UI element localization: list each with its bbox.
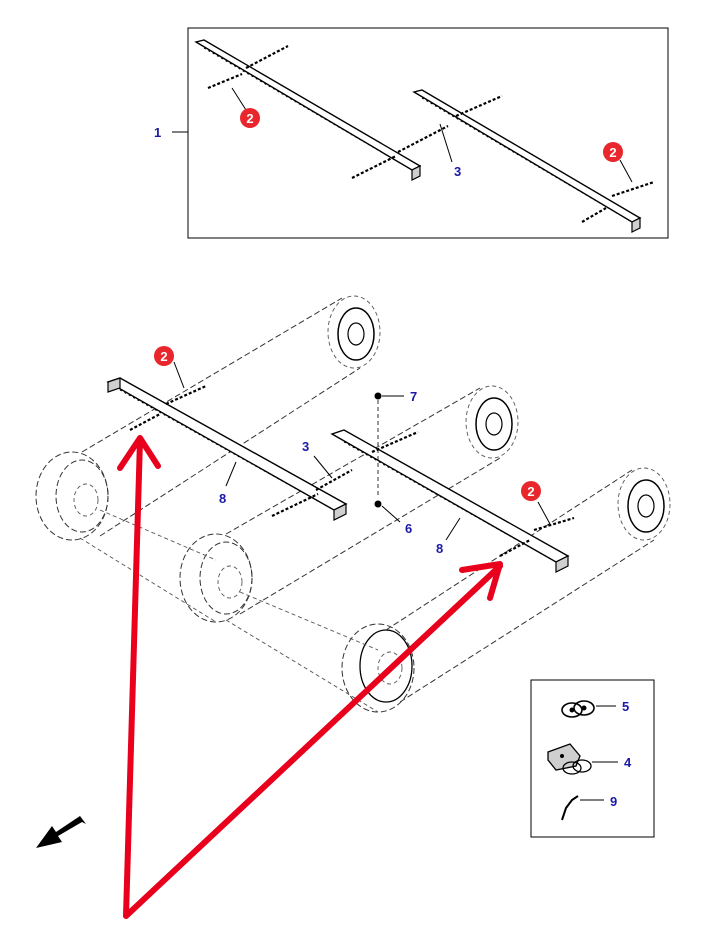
callout-9: 9: [610, 794, 617, 809]
leader-inset-2a: [231, 87, 247, 111]
svg-text:2: 2: [160, 349, 167, 364]
leader-8-left: [225, 461, 237, 487]
fastener-bolt: [374, 392, 382, 508]
svg-text:2: 2: [246, 111, 253, 126]
sprocket-back-right: [617, 467, 671, 541]
badge-2-main-right: 2: [521, 481, 541, 501]
leader-2-main-right: [537, 501, 551, 525]
kit-parts-box: 5 4 9: [530, 679, 655, 838]
badge-2-inset-right: 2: [603, 142, 623, 162]
exploded-view: 7 6 3 8 8 2 2: [35, 295, 671, 713]
inset-chains: [207, 45, 655, 223]
inset-bar-left: [194, 39, 422, 181]
callout-8-right: 8: [436, 541, 443, 556]
slat-bar-left: [106, 377, 348, 521]
sprocket-back-middle: [465, 385, 519, 459]
callout-3-inset: 3: [454, 164, 461, 179]
callout-8-left: 8: [219, 491, 226, 506]
callout-5: 5: [622, 699, 629, 714]
callout-6: 6: [405, 521, 412, 536]
attachment-link-part: [547, 743, 592, 775]
red-arrowhead-left: [117, 435, 161, 471]
badge-2-main-left: 2: [154, 346, 174, 366]
callout-3-main: 3: [302, 439, 309, 454]
leader-inset-3: [439, 123, 453, 163]
kit-box-frame: [530, 679, 655, 838]
spring-pin-part: [561, 795, 579, 821]
sprocket-back-left: [327, 295, 381, 369]
leader-inset-2b: [619, 159, 633, 183]
svg-text:2: 2: [527, 484, 534, 499]
badge-2-inset-left: 2: [240, 108, 260, 128]
leader-3-main: [313, 455, 333, 479]
leader-6: [381, 505, 401, 523]
inset-frame: [187, 27, 669, 239]
main-chains: [129, 384, 575, 557]
red-annotation-arrows: [117, 435, 503, 919]
roller-front-left: [35, 451, 109, 541]
connecting-link-part: [561, 700, 595, 718]
leader-2-main-left: [173, 361, 185, 389]
slat-bar-right: [330, 429, 570, 573]
assembly-inset: 1 3 2 2: [154, 27, 669, 239]
roller-front-right: [341, 623, 415, 713]
phantom-chain-paths: [79, 297, 655, 713]
callout-1: 1: [154, 125, 161, 140]
roller-front-middle: [179, 533, 253, 623]
red-arrowhead-right: [459, 561, 503, 601]
arrow-down-left-icon: [36, 816, 86, 848]
svg-text:2: 2: [609, 145, 616, 160]
inset-bar-right: [412, 89, 642, 233]
callout-7: 7: [410, 389, 417, 404]
callout-4: 4: [624, 755, 632, 770]
leader-8-right: [445, 517, 461, 541]
